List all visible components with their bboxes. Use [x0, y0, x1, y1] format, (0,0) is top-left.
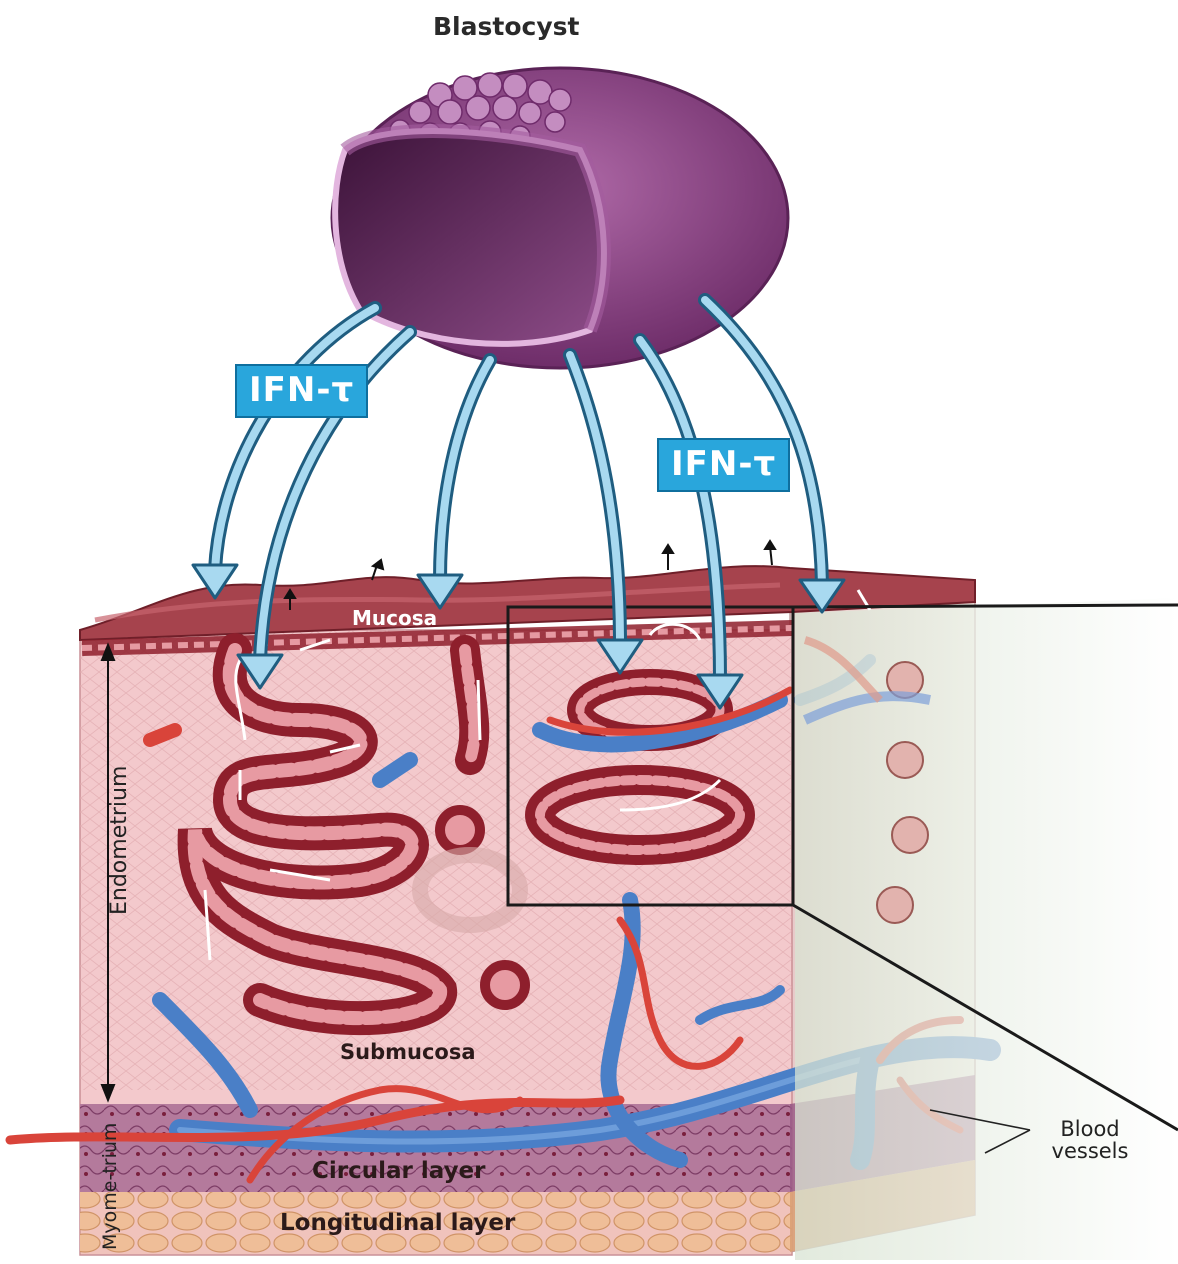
- mucosa-label: Mucosa: [352, 606, 437, 630]
- ifn-tau-label-left: IFN-τ: [235, 364, 368, 418]
- blood-vessels-label: Blood vessels: [1040, 1118, 1140, 1162]
- blastocyst-title: Blastocyst: [433, 12, 579, 41]
- endometrium-label: Endometrium: [107, 766, 132, 915]
- longitudinal-layer-label: Longitudinal layer: [280, 1210, 515, 1236]
- myometrium-label: Myome-trium: [100, 1130, 120, 1250]
- ifn-tau-label-right: IFN-τ: [657, 438, 790, 492]
- circular-layer-label: Circular layer: [312, 1158, 486, 1184]
- submucosa-label: Submucosa: [340, 1040, 476, 1064]
